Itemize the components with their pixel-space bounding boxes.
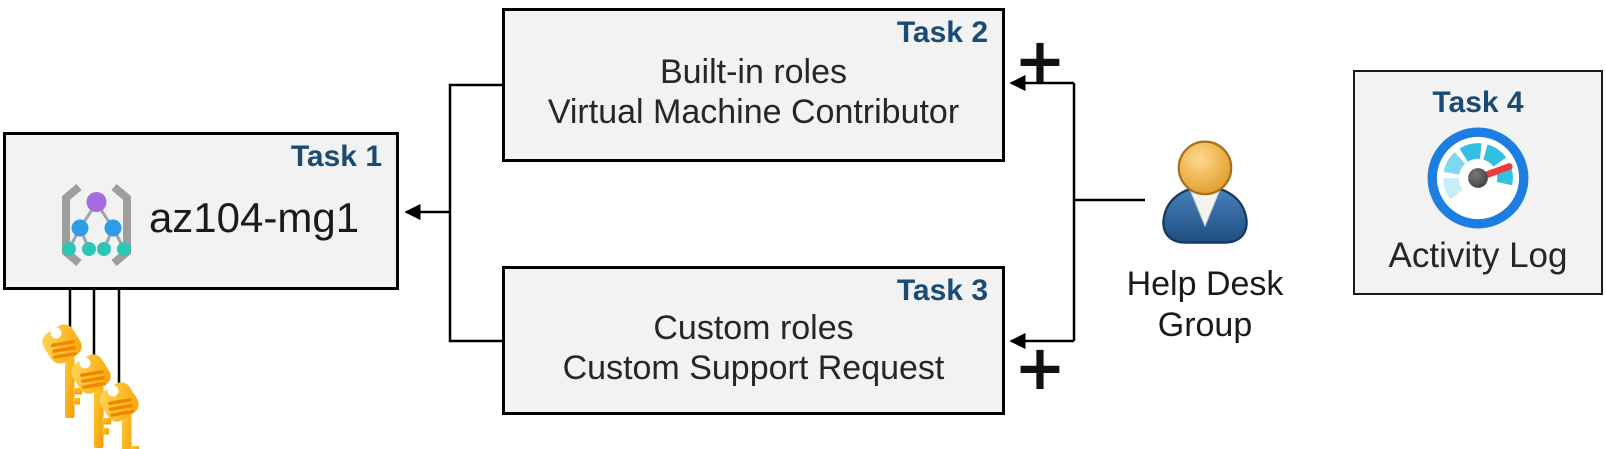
user-icon xyxy=(1162,140,1248,244)
task4-badge: Task 4 xyxy=(1432,86,1524,119)
task4-box: Task 4 Activity Log xyxy=(1353,70,1603,295)
task3-line1: Custom roles xyxy=(653,308,854,347)
mg-node-right xyxy=(104,219,122,237)
task2-badge: Task 2 xyxy=(896,16,988,49)
mg-bracket-left xyxy=(62,183,82,267)
task2-box: Task 2 Built-in roles Virtual Machine Co… xyxy=(502,8,1005,162)
connector-bracket-roles xyxy=(448,83,502,343)
management-group-icon xyxy=(62,183,131,267)
task2-text: Built-in roles Virtual Machine Contribut… xyxy=(505,11,1002,159)
mg-node-root xyxy=(86,192,107,212)
mg-leaf-3 xyxy=(97,242,111,256)
task3-box: Task 3 Custom roles Custom Support Reque… xyxy=(502,266,1005,415)
task1-label: az104-mg1 xyxy=(148,194,360,241)
keys-icon xyxy=(38,320,143,449)
user-head xyxy=(1177,140,1233,196)
task1-box: Task 1 az104-mg1 xyxy=(3,132,399,290)
task3-badge: Task 3 xyxy=(896,274,988,307)
plus-icon-task2: + xyxy=(1014,23,1066,97)
mg-leaf-2 xyxy=(82,242,96,256)
task3-line2: Custom Support Request xyxy=(562,348,945,387)
mg-bracket-right xyxy=(111,183,131,267)
plus-icon-task3: + xyxy=(1014,330,1066,404)
help-desk-group: Help Desk Group xyxy=(1115,140,1295,346)
help-desk-line2: Group xyxy=(1157,306,1253,344)
task3-text: Custom roles Custom Support Request xyxy=(505,269,1002,412)
mg-node-left xyxy=(71,219,89,237)
gauge-hub xyxy=(1468,168,1488,188)
help-desk-line1: Help Desk xyxy=(1126,265,1284,303)
mg-leaf-1 xyxy=(62,242,76,256)
task1-badge: Task 1 xyxy=(290,140,382,173)
activity-log-gauge-icon xyxy=(1427,127,1529,229)
task2-line2: Virtual Machine Contributor xyxy=(547,93,960,131)
task4-label: Activity Log xyxy=(1388,236,1568,275)
mg-leaf-4 xyxy=(117,242,131,256)
task2-line1: Built-in roles xyxy=(659,53,848,91)
help-desk-label: Help Desk Group xyxy=(1127,264,1284,346)
